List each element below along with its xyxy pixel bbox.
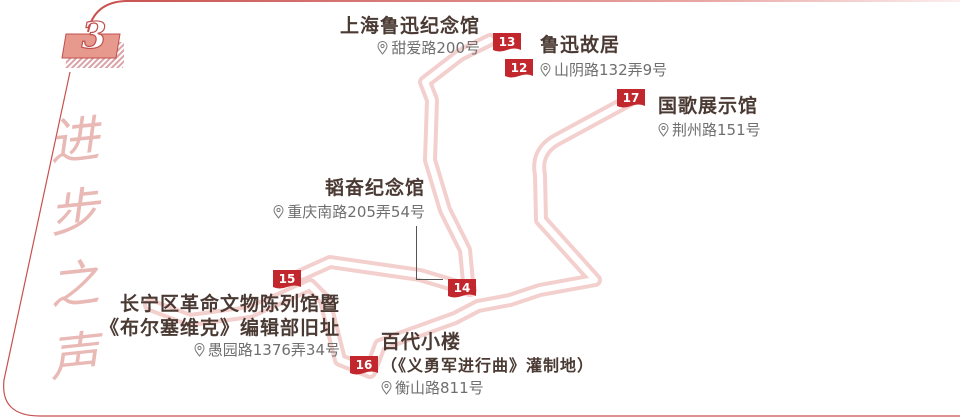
flag-marker-16[interactable]: 16 bbox=[350, 356, 380, 376]
place-address: 荆州路151号 bbox=[658, 120, 761, 140]
place-address: 重庆南路205弄54号 bbox=[230, 202, 425, 222]
flag-marker-17[interactable]: 17 bbox=[617, 89, 647, 109]
map-pin-icon bbox=[540, 63, 551, 77]
flag-marker-12[interactable]: 12 bbox=[505, 59, 535, 79]
flag-marker-15[interactable]: 15 bbox=[273, 270, 303, 290]
place-address: 衡山路811号 bbox=[381, 378, 594, 398]
place-16[interactable]: 百代小楼 （《义勇军进行曲》灌制地） 衡山路811号 bbox=[381, 330, 594, 398]
leader-line bbox=[416, 226, 443, 280]
title-char: 步 bbox=[46, 181, 102, 245]
flag-icon bbox=[505, 59, 533, 78]
flag-marker-14[interactable]: 14 bbox=[448, 279, 478, 299]
place-17[interactable]: 国歌展示馆 荆州路151号 bbox=[658, 94, 761, 140]
map-pin-icon bbox=[273, 205, 284, 219]
place-12[interactable]: 鲁迅故居 山阴路132弄9号 bbox=[540, 33, 667, 80]
map-pin-icon bbox=[658, 123, 669, 137]
place-name: 韬奋纪念馆 bbox=[324, 177, 425, 199]
section-number: 3 bbox=[81, 14, 107, 57]
flag-icon bbox=[493, 33, 521, 52]
flag-marker-13[interactable]: 13 bbox=[493, 33, 523, 53]
place-name-line-1: 百代小楼 bbox=[381, 331, 462, 353]
place-address: 愚园路1376弄34号 bbox=[60, 340, 340, 360]
place-name-line-2: 《布尔塞维克》编辑部旧址 bbox=[99, 317, 340, 339]
section-number-badge-block bbox=[61, 33, 124, 68]
flag-icon bbox=[617, 89, 645, 108]
place-name: 上海鲁迅纪念馆 bbox=[339, 15, 480, 37]
place-name: 国歌展示馆 bbox=[658, 95, 759, 117]
flag-icon bbox=[350, 356, 378, 375]
flag-icon bbox=[273, 270, 301, 289]
place-13[interactable]: 上海鲁迅纪念馆 甜爱路200号 bbox=[300, 14, 480, 58]
place-15[interactable]: 长宁区革命文物陈列馆暨 《布尔塞维克》编辑部旧址 愚园路1376弄34号 bbox=[60, 292, 340, 360]
place-address: 山阴路132弄9号 bbox=[540, 60, 667, 80]
map-pin-icon bbox=[194, 343, 205, 357]
map-pin-icon bbox=[377, 41, 388, 55]
place-name-line-2: （《义勇军进行曲》灌制地） bbox=[381, 356, 595, 375]
map-pin-icon bbox=[381, 381, 392, 395]
place-name: 鲁迅故居 bbox=[540, 34, 621, 56]
place-14[interactable]: 韬奋纪念馆 重庆南路205弄54号 bbox=[230, 176, 425, 222]
flag-icon bbox=[448, 279, 476, 298]
title-char: 进 bbox=[46, 109, 102, 173]
place-address: 甜爱路200号 bbox=[300, 38, 480, 58]
place-name-line-1: 长宁区革命文物陈列馆暨 bbox=[119, 293, 340, 315]
